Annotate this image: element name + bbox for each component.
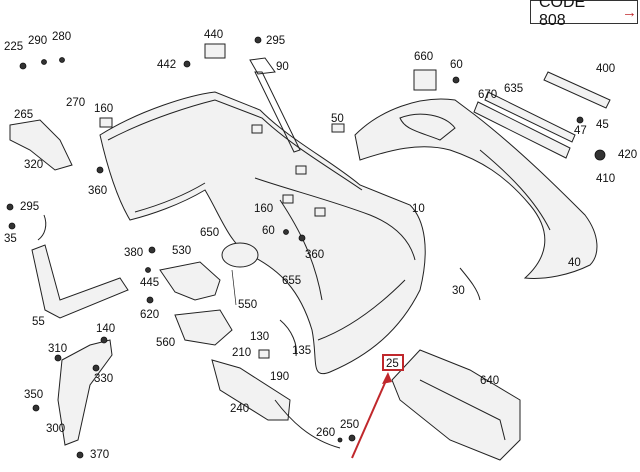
label-295-a: 295	[20, 201, 39, 213]
label-30: 30	[452, 285, 465, 297]
middle-components	[159, 242, 521, 461]
code-label: CODE 808	[539, 0, 586, 29]
label-410: 410	[596, 173, 615, 185]
left-bracket-parts	[9, 119, 129, 446]
label-240: 240	[230, 403, 249, 415]
label-550: 550	[238, 299, 257, 311]
label-130: 130	[250, 331, 269, 343]
label-310: 310	[48, 343, 67, 355]
label-655: 655	[282, 275, 301, 287]
label-210: 210	[232, 347, 251, 359]
label-55: 55	[32, 316, 45, 328]
label-400: 400	[596, 63, 615, 75]
label-160-b: 160	[254, 203, 273, 215]
label-442: 442	[157, 59, 176, 71]
label-250: 250	[340, 419, 359, 431]
label-350: 350	[24, 389, 43, 401]
label-360-a: 360	[88, 185, 107, 197]
label-225: 225	[4, 41, 23, 53]
label-670: 670	[478, 89, 497, 101]
trim-strip-400	[473, 71, 611, 159]
label-420: 420	[618, 149, 637, 161]
fasteners	[6, 36, 606, 459]
label-445: 445	[140, 277, 159, 289]
label-295-b: 295	[266, 35, 285, 47]
label-50: 50	[331, 113, 344, 125]
label-90: 90	[276, 61, 289, 73]
label-270: 270	[66, 97, 85, 109]
label-370: 370	[90, 449, 109, 461]
part-labels: 225 290 280 270 265 320 160 360 295 35 5…	[4, 29, 637, 461]
pointer-arrow-line	[351, 375, 389, 459]
label-47: 47	[574, 125, 587, 137]
pointer-arrowhead-icon	[382, 372, 392, 384]
label-280: 280	[52, 31, 71, 43]
label-190: 190	[270, 371, 289, 383]
label-260: 260	[316, 427, 335, 439]
label-60-b: 60	[262, 225, 275, 237]
label-360-b: 360	[305, 249, 324, 261]
label-635: 635	[504, 83, 523, 95]
label-560: 560	[156, 337, 175, 349]
label-530: 530	[172, 245, 191, 257]
label-40: 40	[568, 257, 581, 269]
code-box: CODE 808 →	[530, 0, 638, 29]
label-650: 650	[200, 227, 219, 239]
label-620: 620	[140, 309, 159, 321]
label-140: 140	[96, 323, 115, 335]
label-660: 660	[414, 51, 433, 63]
label-290: 290	[28, 35, 47, 47]
label-135: 135	[292, 345, 311, 357]
label-640: 640	[480, 375, 499, 387]
bumper-cover-part	[99, 91, 426, 375]
label-10: 10	[412, 203, 425, 215]
label-320: 320	[24, 159, 43, 171]
label-45: 45	[596, 119, 609, 131]
label-60-a: 60	[450, 59, 463, 71]
label-380: 380	[124, 247, 143, 259]
label-440: 440	[204, 29, 223, 41]
label-300: 300	[46, 423, 65, 435]
label-160-a: 160	[94, 103, 113, 115]
rear-diffuser-part	[354, 98, 598, 279]
highlighted-part-25: 25	[351, 354, 404, 459]
label-35: 35	[4, 233, 17, 245]
upper-trim-strip	[249, 57, 301, 153]
label-265: 265	[14, 109, 33, 121]
label-330: 330	[94, 373, 113, 385]
label-25: 25	[386, 358, 399, 370]
code-arrow-icon: →	[622, 3, 637, 21]
